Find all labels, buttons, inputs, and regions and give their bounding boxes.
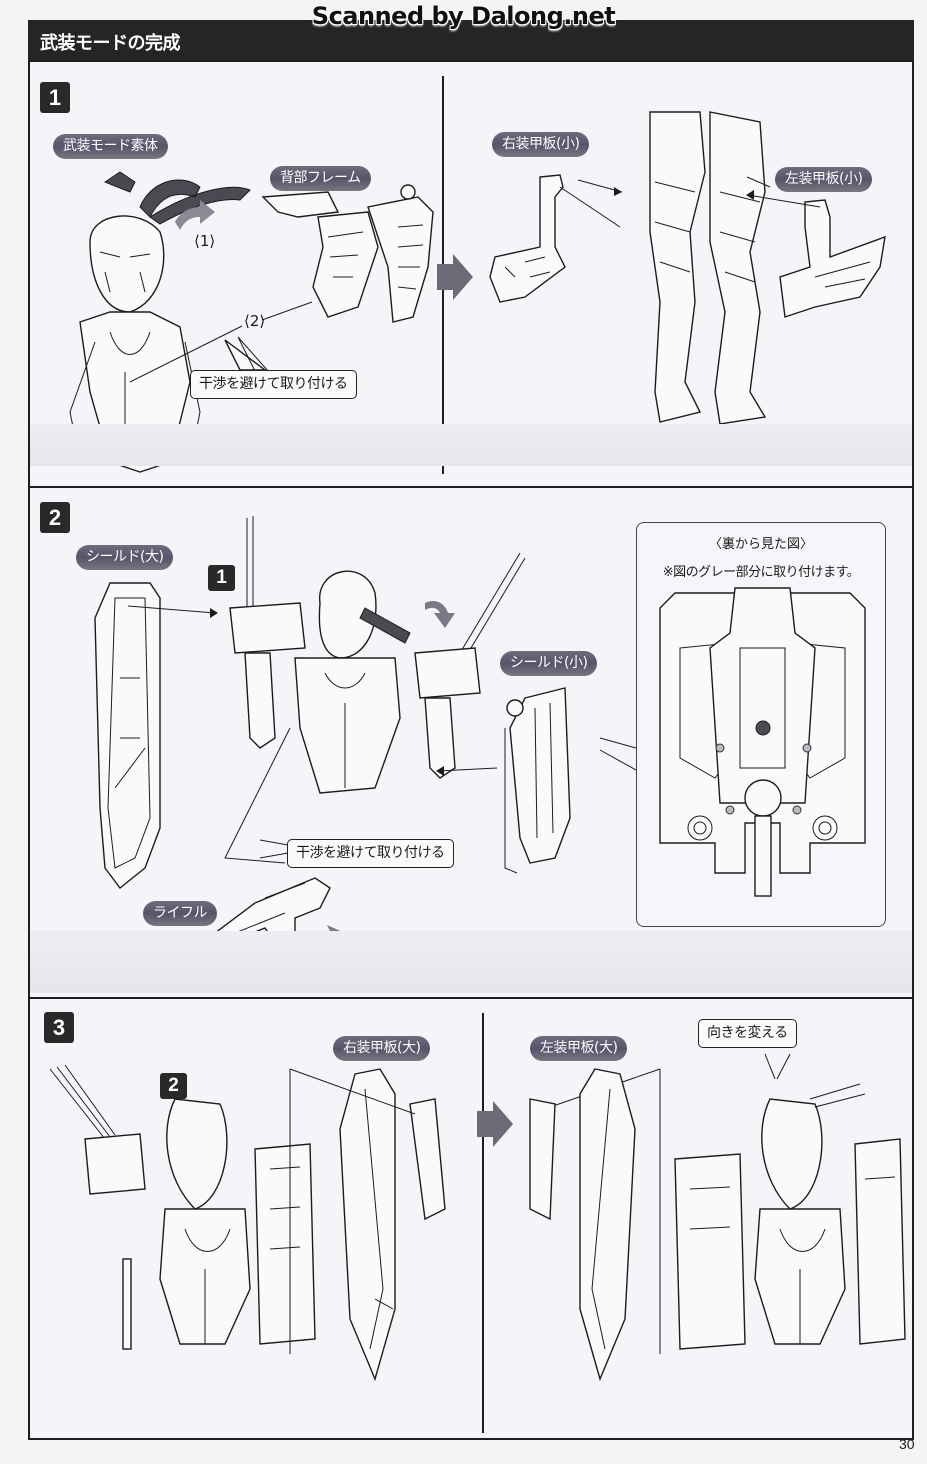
label-shield-small: シールド(小) (500, 651, 598, 676)
label-left-armor-large: 左装甲板(大) (530, 1036, 628, 1061)
figure-shield-small-illustration (504, 687, 571, 874)
step-number-badge: 2 (40, 502, 70, 533)
inset-title: 〈裏から見た図〉 (708, 537, 813, 552)
figure-legs-illustration (649, 111, 767, 425)
inset-note: ※図のグレー部分に取り付けます。 (662, 565, 860, 580)
figure-shield-large-illustration (94, 582, 161, 889)
label-rifle: ライフル (143, 901, 217, 926)
inset-rear-view: 〈裏から見た図〉 ※図のグレー部分に取り付けます。 (636, 522, 886, 927)
page-number: 30 (899, 1436, 915, 1452)
label-left-armor-small: 左装甲板(小) (775, 167, 873, 192)
label-right-armor-large: 右装甲板(大) (333, 1036, 431, 1061)
order-marker-1: ⟨1⟩ (194, 232, 216, 250)
step-3-panel: 3 2 右装甲板(大) 左装甲板(大) 向きを変える (28, 997, 914, 1440)
step-2-panel: 2 1 シールド(大) シールド(小) ライフル 干渉を避けて取り付ける (28, 486, 914, 999)
attach-arrows (577, 179, 821, 208)
scanner-watermark: Scanned by Dalong.net (311, 2, 616, 30)
callout-avoid-interference: 干渉を避けて取り付ける (287, 839, 454, 868)
callout-avoid-interference: 干渉を避けて取り付ける (190, 370, 357, 399)
step-1-panel: 1 武装モード素体 背部フレーム 右装甲板(小) 左装甲板(小) ⟨1⟩ ⟨2⟩… (28, 60, 914, 488)
order-marker-2: ⟨2⟩ (244, 312, 266, 330)
figure-rear-view-illustration (659, 587, 866, 897)
figure-left-armor-large-illustration (529, 1068, 636, 1382)
callout-change-direction: 向きを変える (698, 1019, 797, 1048)
faded-bleed-strip (30, 931, 912, 993)
figure-right-armor-small-illustration (489, 174, 621, 303)
section-header: 武装モードの完成 (28, 20, 914, 62)
step-number-badge: 1 (40, 82, 70, 113)
figure-right-armor-large-illustration (339, 1068, 446, 1382)
figure-armed-body-illustration (229, 516, 526, 794)
ref-step-badge: 1 (208, 565, 235, 591)
rotate-arrow-icon (175, 200, 215, 230)
step-number-badge: 3 (44, 1012, 74, 1043)
rotate-down-arrow-icon (425, 601, 455, 628)
next-arrow-icon (437, 254, 473, 300)
label-shield-large: シールド(大) (76, 545, 174, 570)
ref-step-badge: 2 (160, 1073, 187, 1099)
label-back-frame: 背部フレーム (270, 166, 371, 191)
section-title: 武装モードの完成 (40, 33, 181, 54)
figure-back-view-after-illustration (674, 1083, 906, 1350)
next-arrow-icon (477, 1101, 513, 1147)
label-right-armor-small: 右装甲板(小) (492, 132, 590, 157)
step2-leader-lines (127, 605, 637, 864)
figure-back-frame-illustration (261, 184, 434, 323)
figure-left-armor-small-illustration (746, 176, 886, 318)
faded-bleed-strip (30, 424, 912, 466)
label-base-body: 武装モード素体 (53, 134, 168, 159)
step-divider (482, 1013, 484, 1433)
figure-back-view-before-illustration (49, 1064, 316, 1350)
